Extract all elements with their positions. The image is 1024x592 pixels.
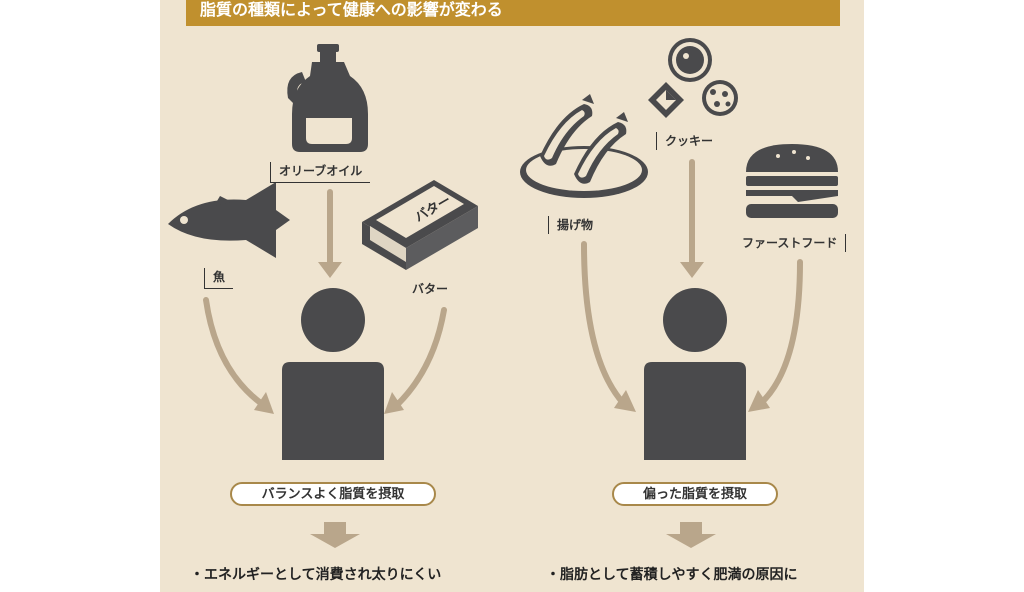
label-fastfood: ファーストフード bbox=[736, 234, 847, 252]
arrowhead-olive bbox=[318, 262, 342, 278]
label-butter: バター bbox=[412, 282, 449, 296]
arrow-fried-to-person bbox=[581, 241, 627, 407]
label-cookie: クッキー bbox=[656, 132, 721, 150]
chip-cookie-icon bbox=[702, 80, 738, 116]
person-left-icon bbox=[282, 288, 384, 460]
arrow-fish-to-person bbox=[203, 297, 265, 407]
person-right-icon bbox=[644, 288, 746, 460]
arrowhead-fish bbox=[254, 392, 274, 414]
arrowhead-butter bbox=[384, 392, 404, 414]
arrow-down-right-icon bbox=[666, 522, 716, 548]
burger-icon bbox=[746, 144, 838, 218]
label-fish: 魚 bbox=[204, 268, 234, 289]
butter-icon bbox=[362, 180, 478, 270]
diagram-title: 脂質の種類によって健康への影響が変わる bbox=[186, 0, 840, 26]
result-right: ・脂肪として蓄積しやすく肥満の原因に bbox=[546, 567, 798, 583]
label-fried: 揚げ物 bbox=[548, 216, 601, 234]
arrowhead-fried bbox=[614, 390, 636, 412]
diamond-cookie-icon bbox=[648, 82, 684, 118]
olive-oil-bottle-icon bbox=[287, 44, 368, 152]
arrowhead-cookie bbox=[680, 262, 704, 278]
arrow-down-left-icon bbox=[310, 522, 360, 548]
round-cookie-icon bbox=[668, 38, 712, 82]
summary-left: バランスよく脂質を摂取 bbox=[230, 482, 436, 506]
summary-right: 偏った脂質を摂取 bbox=[612, 482, 778, 506]
fried-shrimp-plate-icon bbox=[520, 94, 648, 198]
label-olive-oil: オリーブオイル bbox=[270, 162, 371, 183]
arrow-butter-to-person bbox=[395, 307, 447, 407]
arrowhead-fastfood bbox=[748, 390, 770, 412]
result-left: ・エネルギーとして消費され太りにくい bbox=[190, 567, 442, 583]
fish-icon bbox=[168, 182, 290, 258]
arrow-fastfood-to-person bbox=[757, 259, 803, 407]
